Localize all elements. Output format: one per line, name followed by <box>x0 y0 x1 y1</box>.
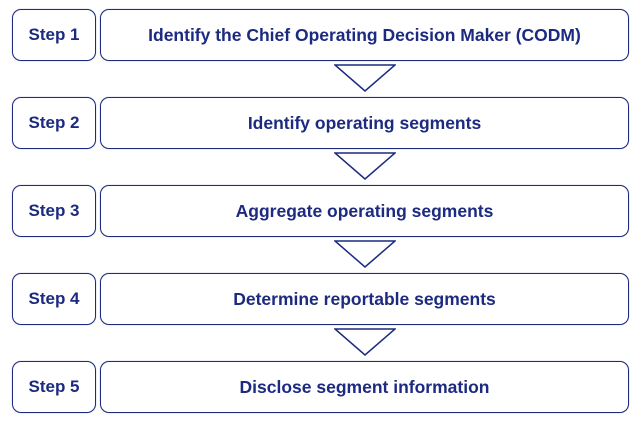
step-1-label: Step 1 <box>12 9 96 61</box>
down-arrow-icon <box>334 152 396 180</box>
step-5-description: Disclose segment information <box>100 361 629 413</box>
down-arrow-icon <box>334 64 396 92</box>
down-arrow-icon <box>334 240 396 268</box>
step-2-label: Step 2 <box>12 97 96 149</box>
step-2-description: Identify operating segments <box>100 97 629 149</box>
step-4-label: Step 4 <box>12 273 96 325</box>
step-4-description: Determine reportable segments <box>100 273 629 325</box>
step-3-label: Step 3 <box>12 185 96 237</box>
down-arrow-icon <box>334 328 396 356</box>
step-3-description: Aggregate operating segments <box>100 185 629 237</box>
step-5-label: Step 5 <box>12 361 96 413</box>
step-1-description: Identify the Chief Operating Decision Ma… <box>100 9 629 61</box>
